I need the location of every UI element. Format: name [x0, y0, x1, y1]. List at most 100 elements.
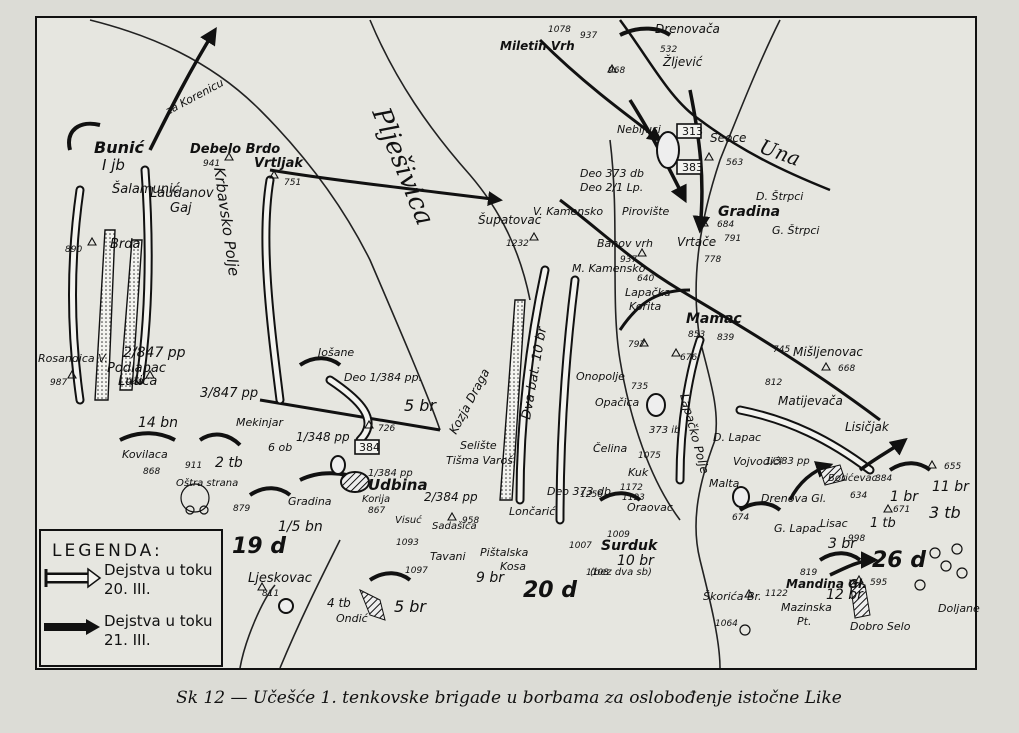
place-gradina-right: Gradina — [718, 204, 780, 220]
place-salamunic: Šalamunić — [112, 181, 181, 197]
place-lapacka: Lapačka — [625, 286, 671, 299]
place-dobro-selo: Dobro Selo — [850, 620, 911, 633]
elev-634: 634 — [850, 491, 867, 501]
place-mamac: Mamac — [686, 311, 742, 327]
legend-item-2-line1: Dejstva u toku — [104, 612, 213, 630]
terrain-lines — [89, 19, 781, 669]
elev-1075: 1075 — [638, 451, 661, 461]
place-brda: Brda — [110, 237, 141, 252]
place-onopolje: Onopolje — [576, 370, 625, 383]
place-boricevac: Borićevac — [828, 472, 878, 484]
elev-998: 998 — [848, 534, 865, 544]
elev-879: 879 — [233, 504, 250, 514]
tank-markers — [278, 131, 750, 614]
place-visuc: Visuć — [395, 514, 422, 526]
unit-nebljusi: Nebljusi — [617, 123, 661, 136]
unit-3-847: 3/847 pp — [200, 386, 258, 401]
elev-867: 867 — [368, 506, 385, 516]
elev-890: 890 — [65, 245, 82, 255]
unit-373ib: 373 ib — [649, 425, 680, 436]
unit-1-383: 1/383 pp — [765, 456, 810, 467]
legend-box — [39, 529, 223, 667]
place-d-strpci: D. Štrpci — [756, 190, 803, 203]
arrows-day-20 — [68, 165, 875, 525]
place-seoce: Seoce — [710, 131, 746, 145]
place-m-kamensko: M. Kamensko — [572, 262, 646, 275]
unit-4tb: 4 tb — [327, 596, 351, 610]
unit-box-313: 313 — [682, 125, 703, 138]
place-debelo-brdo: Debelo Brdo — [190, 142, 280, 157]
legend-symbol-day-20 — [44, 567, 102, 589]
place-vrtace: Vrtače — [677, 235, 716, 249]
unit-11br: 11 br — [932, 479, 970, 495]
place-zljevic: Žljević — [662, 54, 703, 69]
unit-boxes — [354, 123, 702, 455]
unit-1-348: 1/348 pp — [296, 430, 350, 444]
elevation-labels: 890 987 948 868 911 879 941 751 726 867 … — [50, 25, 961, 629]
elev-778: 778 — [704, 255, 721, 265]
place-kuk: Kuk — [628, 466, 649, 479]
elev-958: 958 — [462, 516, 479, 526]
place-mekinjar: Mekinjar — [236, 416, 284, 429]
legend-item-1-line2: 20. III. — [104, 580, 151, 598]
place-vrtljak: Vrtljak — [254, 156, 304, 171]
place-ondic: Ondić — [336, 612, 369, 625]
elev-655: 655 — [944, 462, 961, 472]
elev-937b: 937 — [620, 255, 637, 265]
elev-674: 674 — [732, 513, 749, 523]
place-ostra-strana: Oštra strana — [176, 477, 238, 489]
place-matijevaca: Matijevača — [778, 394, 843, 408]
elev-640: 640 — [637, 274, 654, 284]
unit-6ob: 6 ob — [268, 441, 292, 454]
place-drenova-gl: Drenova Gl. — [761, 492, 826, 505]
elev-948: 948 — [126, 378, 143, 388]
legend-symbol-day-21 — [44, 619, 100, 635]
elev-884: 884 — [875, 474, 892, 484]
place-misljenovac: Mišljenovac — [793, 345, 863, 359]
elev-563: 563 — [726, 158, 743, 168]
elev-1256: 1256 — [580, 490, 603, 500]
elev-1064: 1064 — [715, 619, 738, 629]
place-gradina-left: Gradina — [288, 495, 332, 508]
elev-726: 726 — [378, 424, 395, 434]
place-ljeskovac: Ljeskovac — [248, 571, 312, 586]
unit-9br: 9 br — [476, 570, 505, 586]
place-celina: Čelina — [593, 442, 628, 455]
elev-797: 797 — [628, 340, 645, 350]
elev-868: 868 — [143, 467, 160, 477]
place-opacica: Opačica — [595, 396, 640, 409]
elev-811: 811 — [262, 589, 279, 599]
river-una — [618, 19, 831, 192]
place-d-lapac: D. Lapac — [713, 431, 761, 444]
unit-deo-1-384: Deo 1/384 pp. — [344, 371, 422, 384]
place-sadasica: Sadašica — [432, 520, 477, 532]
place-laudanov: Laudanov — [150, 186, 214, 201]
elev-684: 684 — [717, 220, 734, 230]
place-seliste: Selište — [460, 439, 497, 452]
unit-deo-373: Deo 373 db — [580, 167, 644, 180]
unit-box-384: 384 — [359, 441, 380, 454]
place-g-strpci: G. Štrpci — [772, 224, 819, 237]
division-20d: 20 d — [523, 578, 577, 603]
unit-14bn: 14 bn — [138, 415, 178, 431]
place-mazinska: Mazinska — [781, 601, 832, 614]
place-oraovac: Oraovac — [627, 501, 673, 514]
elev-668: 668 — [838, 364, 855, 374]
place-malta: Malta — [709, 477, 740, 490]
elev-595: 595 — [870, 578, 887, 588]
elev-1122: 1122 — [765, 589, 788, 599]
place-korija: Korija — [362, 494, 390, 505]
place-kovilaca: Kovilaca — [122, 448, 168, 461]
unit-box-383: 383 — [682, 161, 703, 174]
place-gaj: Gaj — [170, 201, 192, 216]
elev-941: 941 — [203, 159, 220, 169]
elev-839: 839 — [717, 333, 734, 343]
elev-812: 812 — [765, 378, 782, 388]
place-tisma-varos: Tišma Varoš — [446, 454, 513, 467]
place-banov-vrh: Banov vrh — [597, 237, 653, 250]
place-lisac: Lisac — [820, 517, 848, 530]
place-miletin-vrh: Miletin Vrh — [500, 39, 575, 53]
elev-987: 987 — [50, 378, 67, 388]
unit-2-384: 2/384 pp — [424, 490, 478, 504]
